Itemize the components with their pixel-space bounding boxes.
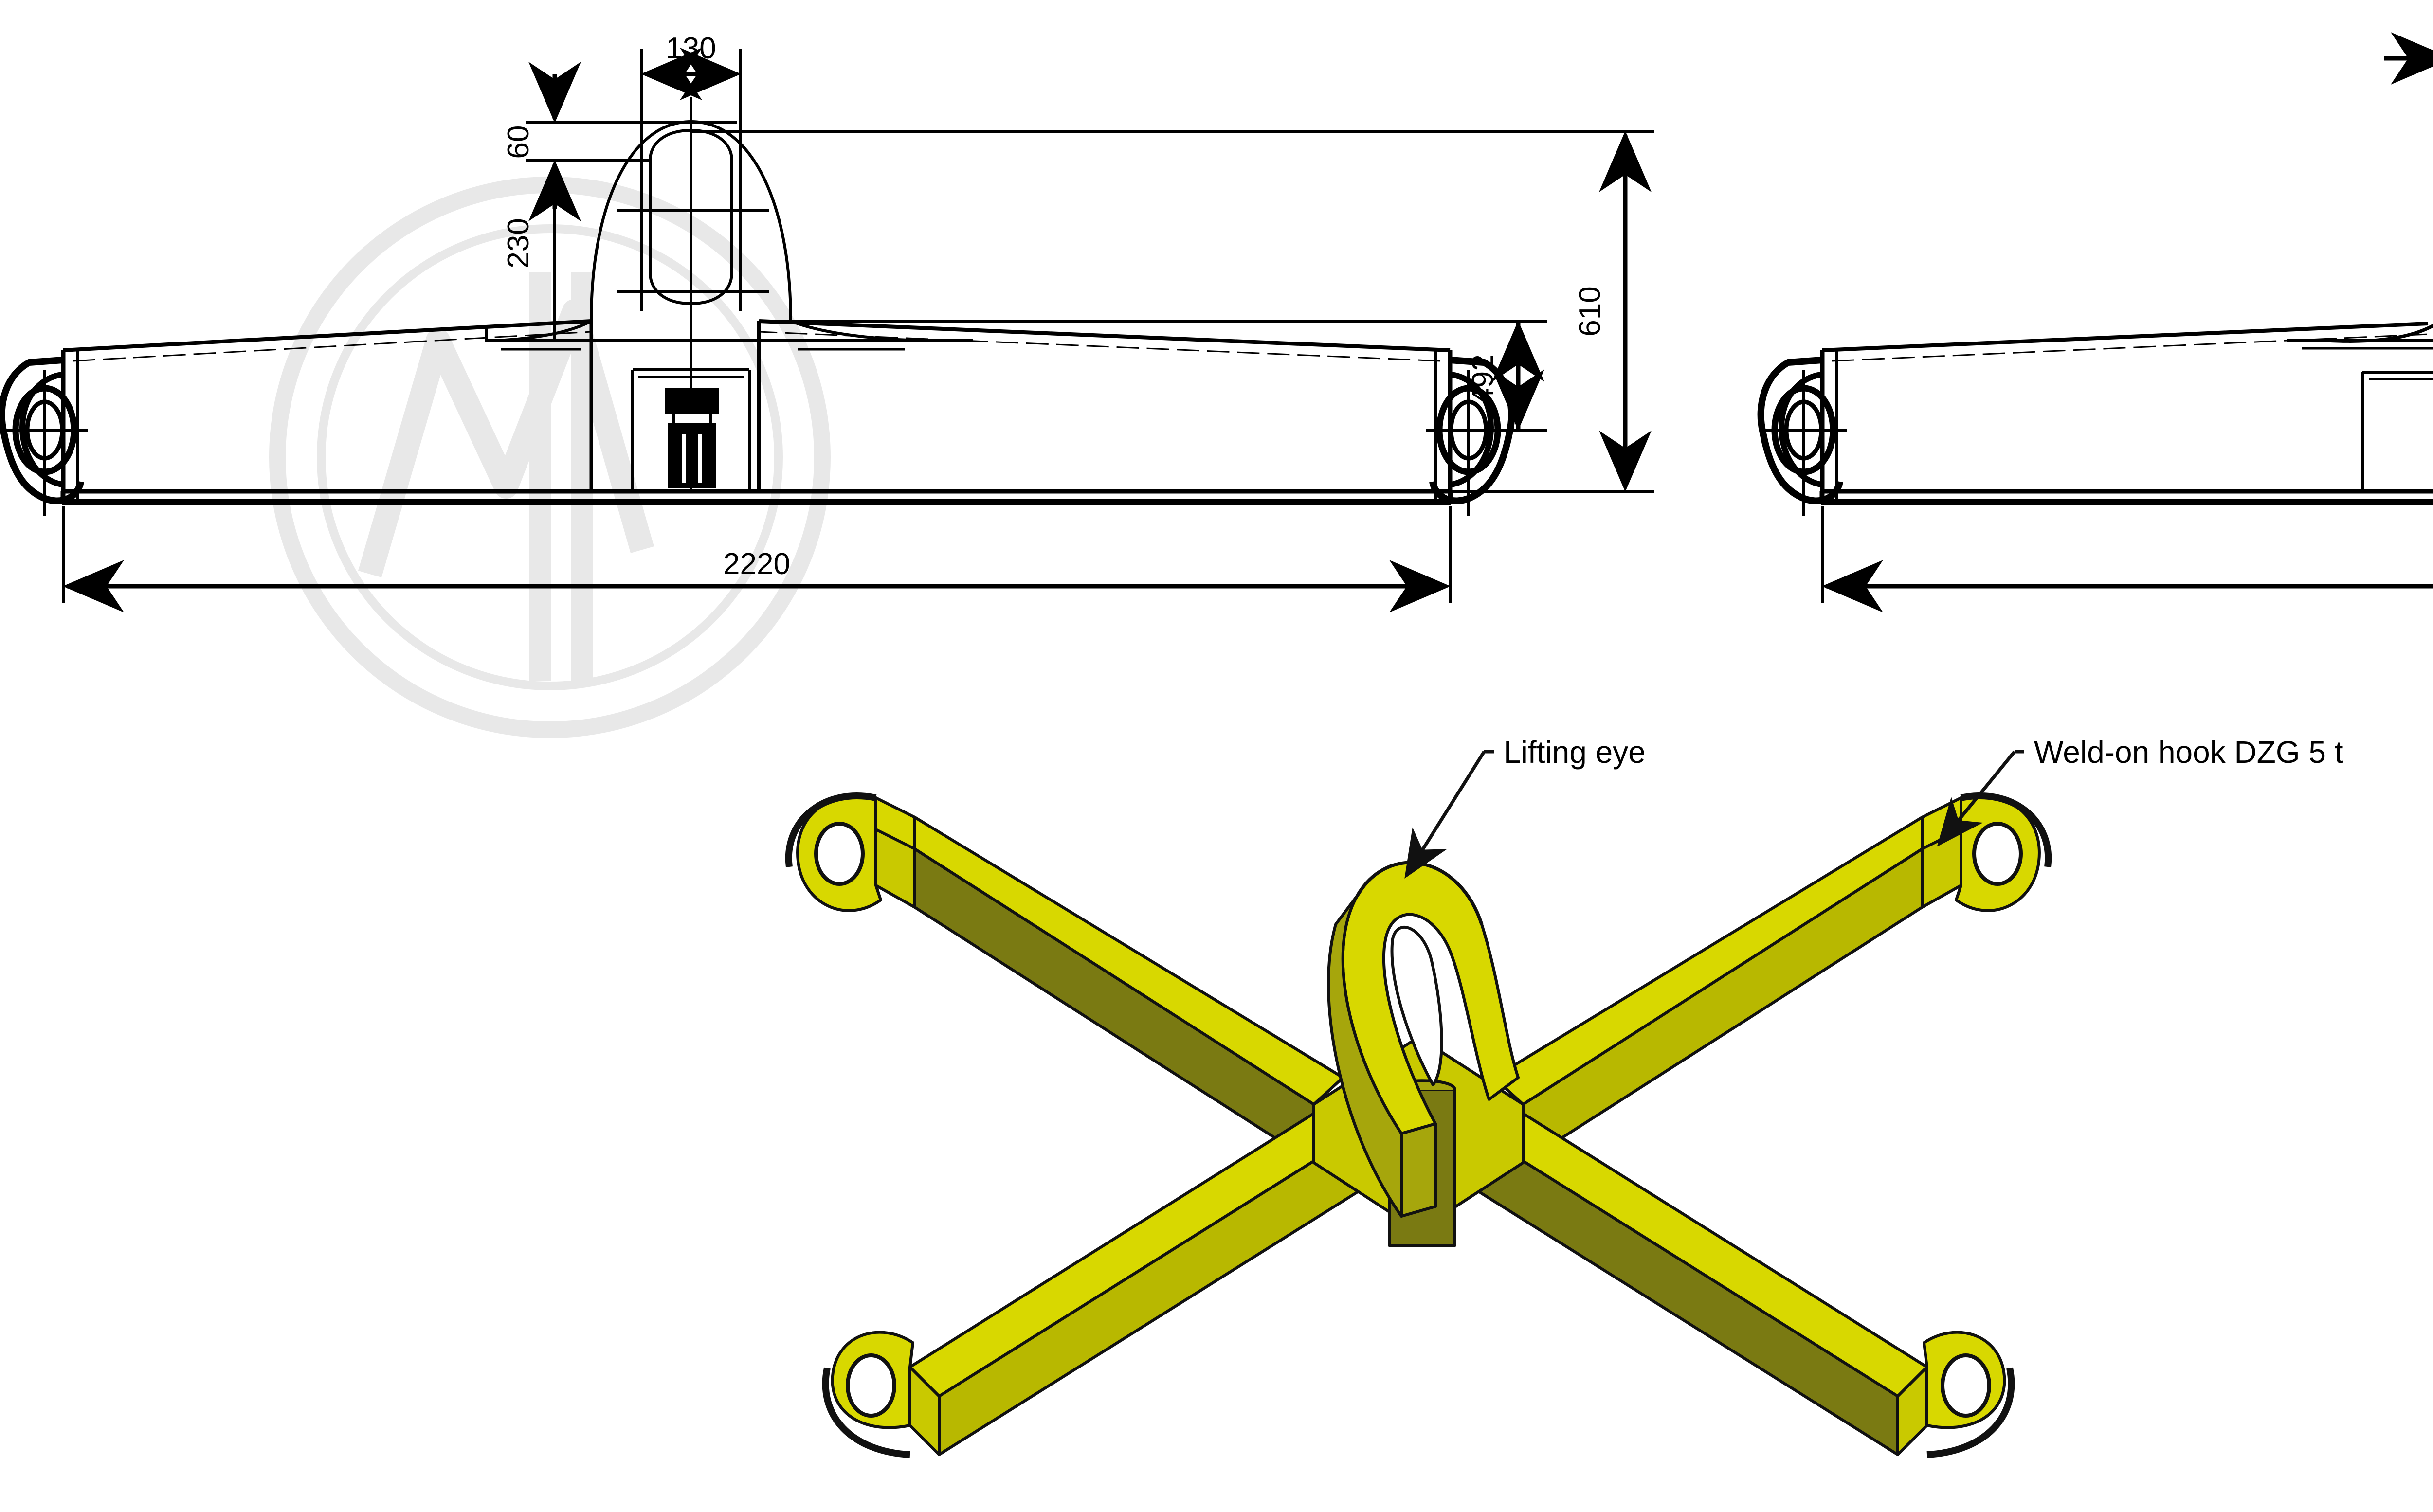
callout-hook-leader [1937, 750, 2016, 847]
dimension-230 [487, 164, 652, 342]
arm-front-left [908, 1103, 1359, 1456]
callout-eye-leader [1404, 751, 1486, 879]
central-lifting-eye [1327, 861, 1520, 1218]
arm-back-left [874, 796, 1344, 1164]
dimension-label-492: 492 [1466, 354, 1500, 404]
hook-front-right [1923, 1331, 2015, 1458]
hook-front-left [822, 1331, 914, 1458]
hook-back-left [785, 792, 882, 912]
dimension-label-60: 60 [502, 126, 535, 159]
dimension-label-230: 230 [502, 218, 535, 268]
arm-front-right [1478, 1103, 1928, 1456]
callout-label-weld-on-hook: Weld-on hook DZG 5 t [2034, 735, 2343, 770]
dimension-label-2220-front: 2220 [723, 547, 790, 581]
dimension-label-610: 610 [1573, 286, 1607, 336]
dimension-130 [640, 48, 742, 311]
callout-label-lifting-eye: Lifting eye [1504, 735, 1646, 770]
dimension-610 [63, 130, 1654, 493]
dimension-2220-side [1821, 506, 2433, 612]
dimension-label-130: 130 [666, 32, 716, 65]
arm-back-right [1492, 796, 1962, 1164]
hook-back-right [1955, 792, 2052, 912]
dimension-30 [2384, 32, 2433, 85]
dimension-492 [759, 320, 1547, 432]
dimension-2220-front [62, 506, 1452, 612]
